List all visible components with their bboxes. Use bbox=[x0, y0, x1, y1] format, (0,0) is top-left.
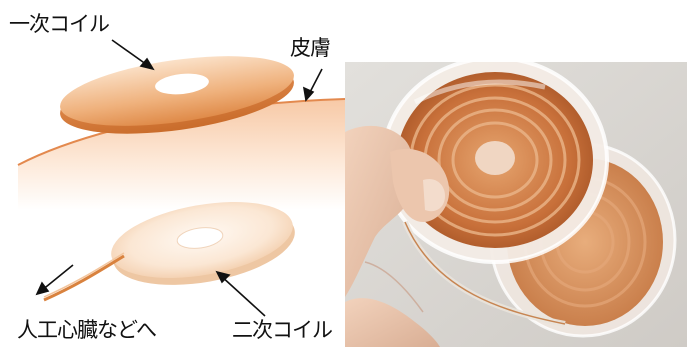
coil-diagram: 一次コイル 皮膚 二次コイル 人工心臓などへ bbox=[0, 0, 345, 347]
hand-holding-coils-photo bbox=[345, 62, 687, 347]
to-heart-label: 人工心臓などへ bbox=[17, 318, 156, 342]
photo-graphic bbox=[345, 62, 687, 347]
front-coil-center bbox=[475, 141, 515, 175]
primary-coil-label: 一次コイル bbox=[9, 12, 109, 36]
secondary-coil-arrow bbox=[220, 275, 265, 316]
to-heart-arrowhead bbox=[37, 283, 48, 294]
skin-label: 皮膚 bbox=[290, 36, 330, 60]
secondary-coil-label: 二次コイル bbox=[232, 318, 332, 342]
